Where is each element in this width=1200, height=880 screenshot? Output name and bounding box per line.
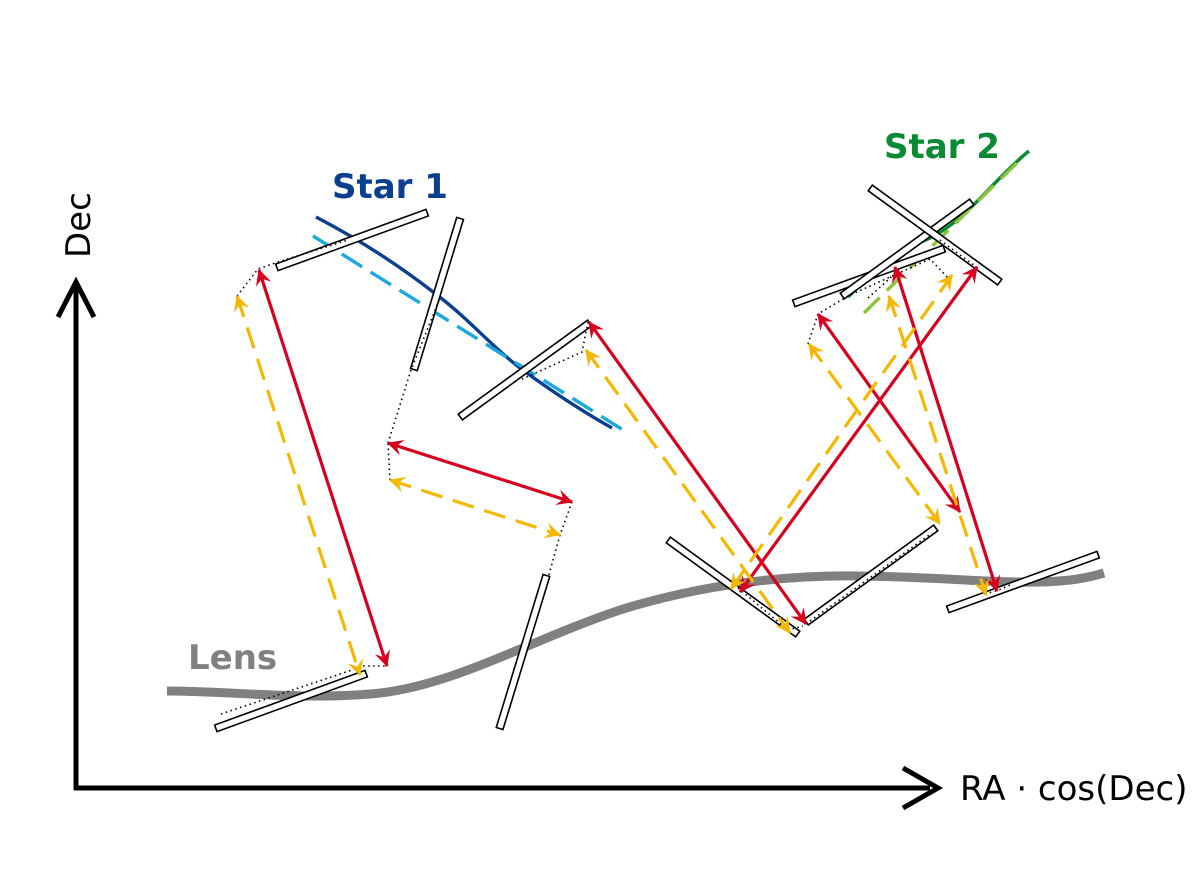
scan-slit — [495, 573, 551, 731]
dotted-connector — [939, 239, 979, 269]
dotted-connector — [805, 532, 933, 625]
dotted-connector — [387, 442, 391, 481]
fitted-separation-arrow — [389, 477, 561, 538]
star1-fitted-track — [312, 234, 629, 435]
scan-slit — [945, 550, 1101, 614]
lens-label: Lens — [188, 638, 277, 678]
fitted-separation-arrow — [584, 349, 792, 634]
fitted-separation-arrows — [234, 274, 989, 676]
x-axis-arrowhead — [901, 765, 944, 811]
dotted-connector — [519, 321, 589, 381]
scan-slit — [274, 208, 430, 272]
axes: RA · cos(Dec) Dec — [55, 192, 1187, 811]
measured-separation-arrow — [256, 269, 390, 667]
fitted-separation-arrow — [886, 295, 989, 596]
fitted-separation-arrow — [807, 343, 942, 525]
star2-label: Star 2 — [884, 127, 1000, 167]
scan-slit — [213, 669, 369, 733]
lens-track — [166, 568, 1106, 701]
dotted-connectors — [220, 239, 1011, 715]
scan-slits — [213, 184, 1101, 733]
measured-separation-arrow — [816, 313, 962, 513]
measured-separation-arrow — [587, 321, 808, 625]
star1-label: Star 1 — [332, 167, 448, 207]
star1-track — [315, 215, 613, 430]
measured-separation-arrow — [738, 266, 979, 593]
dotted-connector — [547, 501, 573, 579]
fitted-separation-arrow — [234, 295, 363, 676]
scan-slit — [409, 216, 465, 372]
dotted-connector — [387, 297, 441, 444]
x-axis-label: RA · cos(Dec) — [960, 769, 1187, 809]
measured-separation-arrow — [387, 439, 573, 506]
y-axis-arrowhead — [55, 276, 97, 319]
y-axis-label: Dec — [59, 192, 99, 258]
